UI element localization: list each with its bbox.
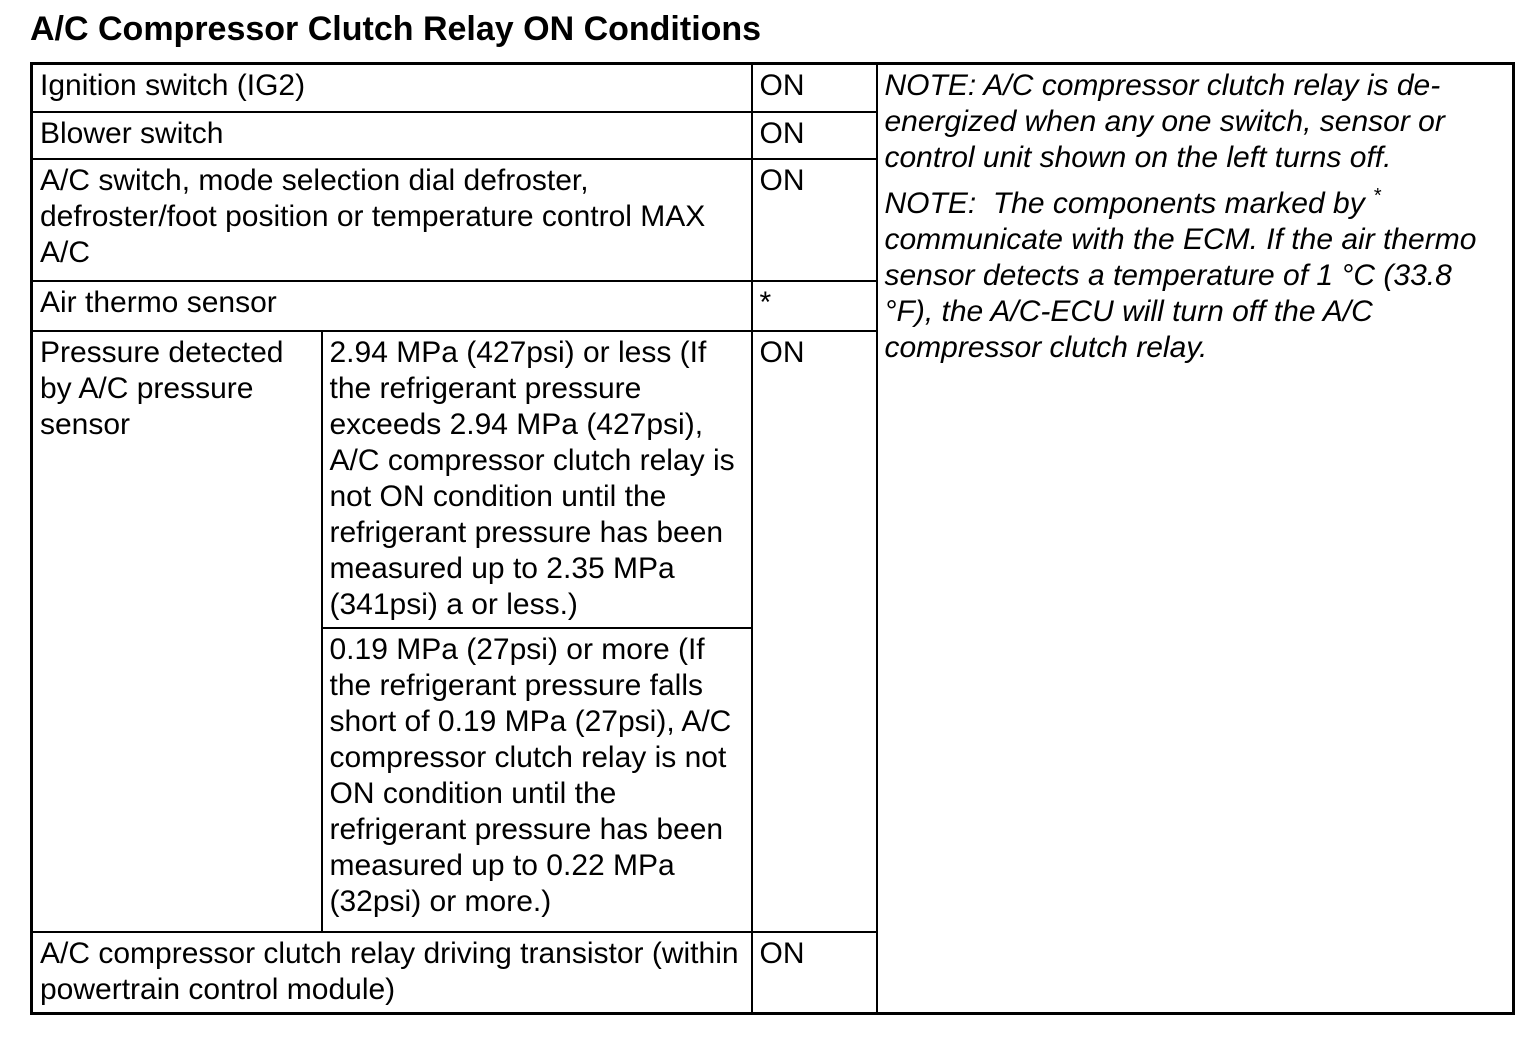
condition-driving-transistor: A/C compressor clutch relay driving tran… bbox=[30, 930, 753, 1015]
table-row: Blower switch ON bbox=[30, 110, 1514, 160]
table-row: Ignition switch (IG2) ON NOTE: A/C compr… bbox=[30, 62, 1515, 1015]
condition-ac-switch: A/C switch, mode selection dial defroste… bbox=[30, 157, 753, 282]
note-2-text-before: NOTE: The components marked by bbox=[884, 187, 1374, 220]
asterisk-superscript: * bbox=[1373, 185, 1381, 207]
notes-cell: NOTE: A/C compressor clutch relay is de-… bbox=[875, 62, 1515, 1015]
condition-air-thermo-sensor: Air thermo sensor bbox=[30, 279, 753, 332]
table-row: Air thermo sensor * bbox=[30, 279, 1514, 332]
page-title: A/C Compressor Clutch Relay ON Condition… bbox=[30, 10, 762, 48]
state-ac-switch: ON bbox=[750, 157, 878, 282]
condition-pressure-sensor: Pressure detected by A/C pressure sensor bbox=[30, 329, 323, 933]
pressure-condition-upper-limit: 2.94 MPa (427psi) or less (If the refrig… bbox=[320, 329, 753, 629]
note-2-text-after: communicate with the ECM. If the air the… bbox=[884, 187, 1485, 364]
table-row: A/C switch, mode selection dial defroste… bbox=[30, 157, 1514, 282]
state-blower-switch: ON bbox=[750, 110, 878, 160]
state-air-thermo-sensor: * bbox=[750, 279, 878, 332]
table-row: Pressure detected by A/C pressure sensor… bbox=[30, 329, 1514, 933]
state-ignition-switch: ON bbox=[750, 62, 878, 113]
table-row: 0.19 MPa (27psi) or more (If the refrige… bbox=[32, 626, 1514, 933]
table-row: A/C compressor clutch relay driving tran… bbox=[30, 930, 1514, 1015]
condition-blower-switch: Blower switch bbox=[30, 110, 753, 160]
condition-ignition-switch: Ignition switch (IG2) bbox=[30, 62, 753, 113]
state-driving-transistor: ON bbox=[750, 930, 878, 1015]
pressure-condition-lower-limit: 0.19 MPa (27psi) or more (If the refrige… bbox=[320, 626, 753, 933]
note-components-marked: NOTE: The components marked by * communi… bbox=[885, 186, 1507, 366]
state-pressure-sensor: ON bbox=[750, 329, 878, 933]
note-relay-deenergized: NOTE: A/C compressor clutch relay is de-… bbox=[884, 69, 1454, 174]
conditions-table: Ignition switch (IG2) ON NOTE: A/C compr… bbox=[30, 62, 1515, 1015]
